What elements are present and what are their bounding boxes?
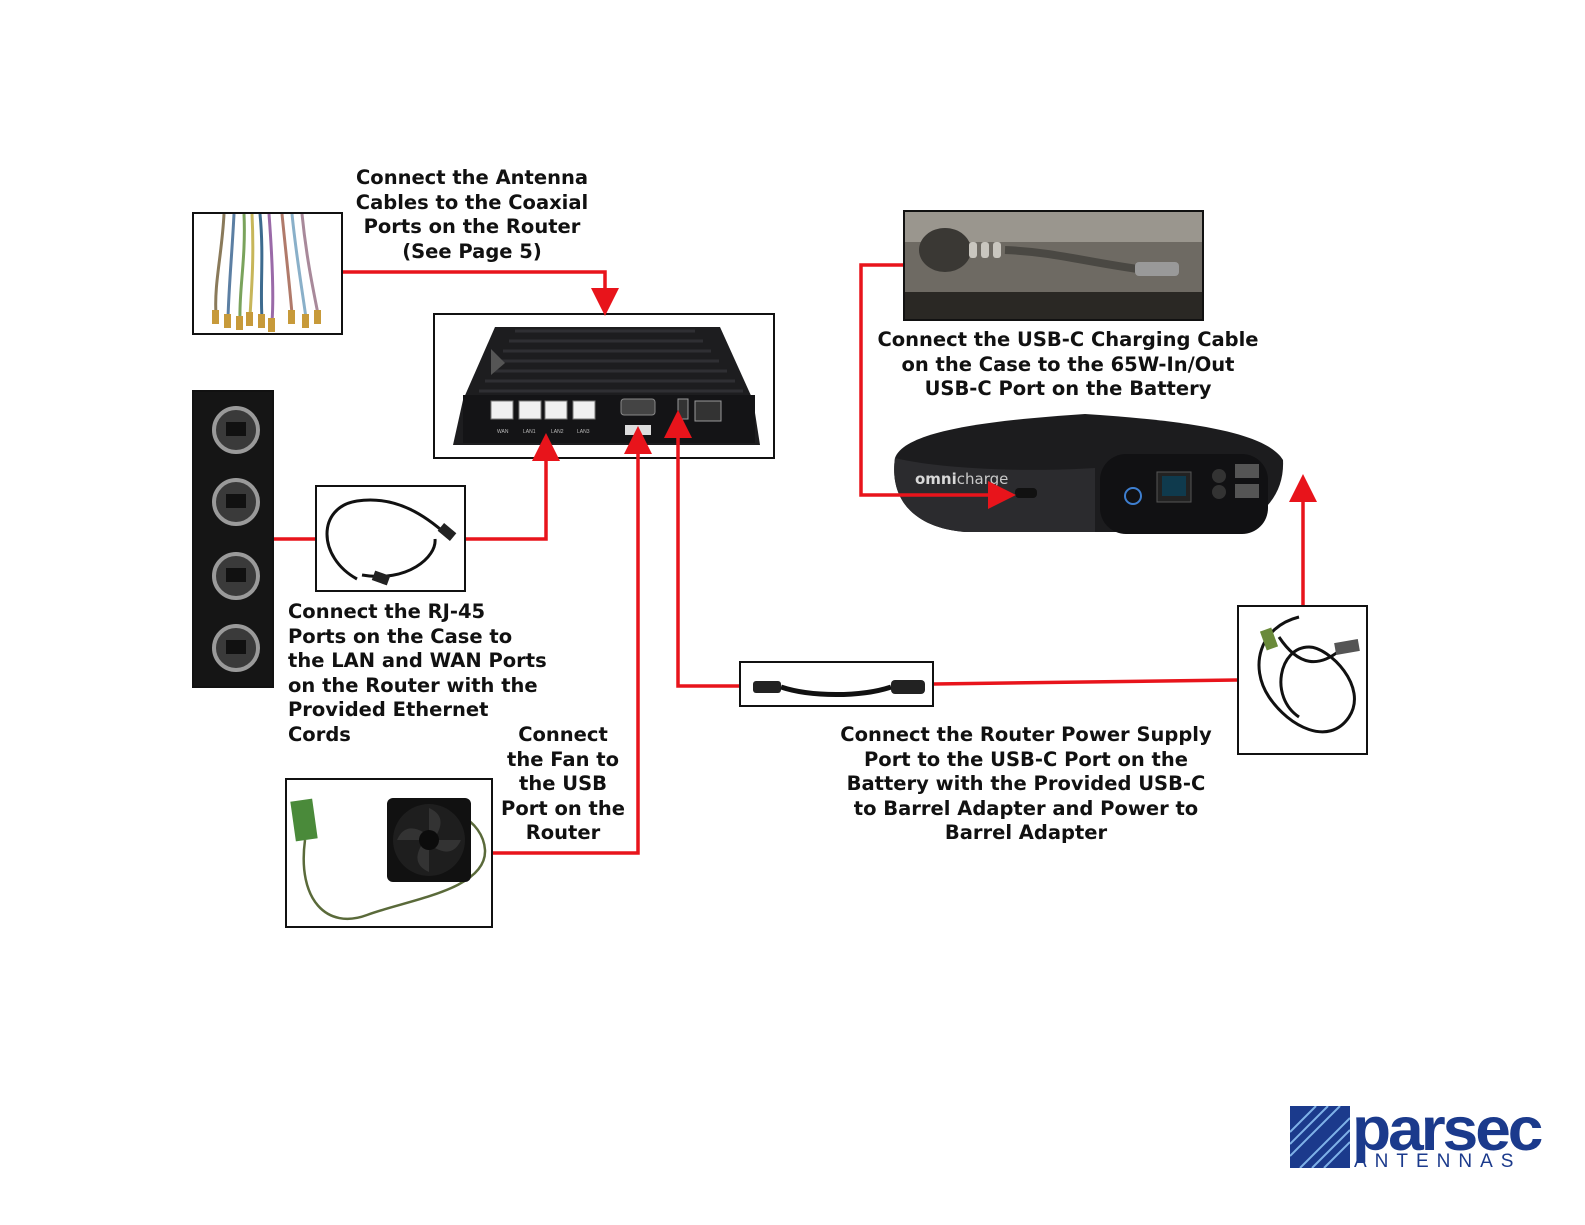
power-instruction: Connect the Router Power Supply Port to … [826,723,1226,846]
power-line-1: Connect the Router Power Supply [840,723,1212,746]
power-line-4: to Barrel Adapter and Power to [853,796,1199,820]
coaxial-cables-image [212,214,321,332]
rj45-instruction: Connect the RJ-45 Ports on the Case to t… [288,600,548,747]
power-line-2: Port to the USB-C Port on the [864,747,1188,771]
fan-line-2: the Fan to [507,747,619,771]
router-photo: WAN LAN1 LAN2 LAN3 [433,313,775,459]
logo-subtitle: ANTENNAS [1354,1151,1522,1172]
antenna-line-2: Cables to the Coaxial [355,190,589,214]
ethernet-cord-image [325,498,457,586]
rj45-line-3: the LAN and WAN Ports [288,649,547,672]
rj45-line-4: on the Router with the [288,673,538,697]
usb-fan-image [290,798,487,921]
fan-line-1: Connect [518,723,608,746]
ethernet-router-wire [466,433,560,541]
lan2-port-label: LAN2 [551,429,564,435]
parsec-logo-mark-icon [1290,1106,1350,1168]
brand-prefix: omni [915,470,957,488]
ethernet-cable-photo [315,485,466,592]
usbc-barrel-adapter-image [753,680,925,697]
antenna-line-3: Ports on the Router [363,215,581,238]
rj45-line-2: Ports on the Case to [288,624,513,648]
rj45-line-1: Connect the RJ-45 [288,600,486,623]
power-line-3: Battery with the Provided USB-C [846,772,1206,795]
power-cable-adapter-wire [933,678,1238,686]
logo-wordmark: parsec [1352,1094,1543,1164]
lan1-port-label: LAN1 [523,429,536,435]
usbc-line-3: USB-C Port on the Battery [924,377,1212,400]
antenna-wire [343,270,619,316]
power-line-5: Barrel Adapter [944,821,1108,844]
rj45-line-6: Cords [288,722,351,746]
fan-usb-wire [493,426,652,855]
fan-line-3: the USB [519,772,607,795]
lan3-port-label: LAN3 [577,429,590,435]
antenna-instruction: Connect the Antenna Cables to the Coaxia… [342,166,602,264]
usbc-case-cable-photo [903,210,1204,321]
rj45-ports-image [194,392,272,686]
fan-line-4: Port on the [501,796,625,820]
adapter-router-power-wire [664,410,739,688]
usbc-battery-wire [859,263,1016,509]
fan-instruction: Connect the Fan to the USB Port on the R… [498,723,628,846]
antenna-line-1: Connect the Antenna [355,166,589,189]
barrel-adapter-photo [739,661,934,707]
case-rj45-panel-photo [192,390,274,688]
barrel-power-cord-image [1257,615,1360,734]
parsec-antennas-logo: parsec ANTENNAS [1290,1095,1543,1190]
fan-line-5: Router [525,821,601,844]
antenna-cables-photo [192,212,343,335]
rj45-line-5: Provided Ethernet [288,698,489,721]
fan-photo [285,778,493,928]
usbc-line-2: on the Case to the 65W-In/Out [901,352,1235,376]
router-image: WAN LAN1 LAN2 LAN3 [453,327,760,445]
usbc-line-1: Connect the USB-C Charging Cable [877,328,1259,351]
wan-port-label: WAN [497,429,509,435]
usbc-instruction: Connect the USB-C Charging Cable on the … [868,328,1268,402]
power-cable-photo [1237,605,1368,755]
antenna-page-reference: (See Page 5) [402,239,542,263]
usbc-cable-image [905,212,1202,319]
